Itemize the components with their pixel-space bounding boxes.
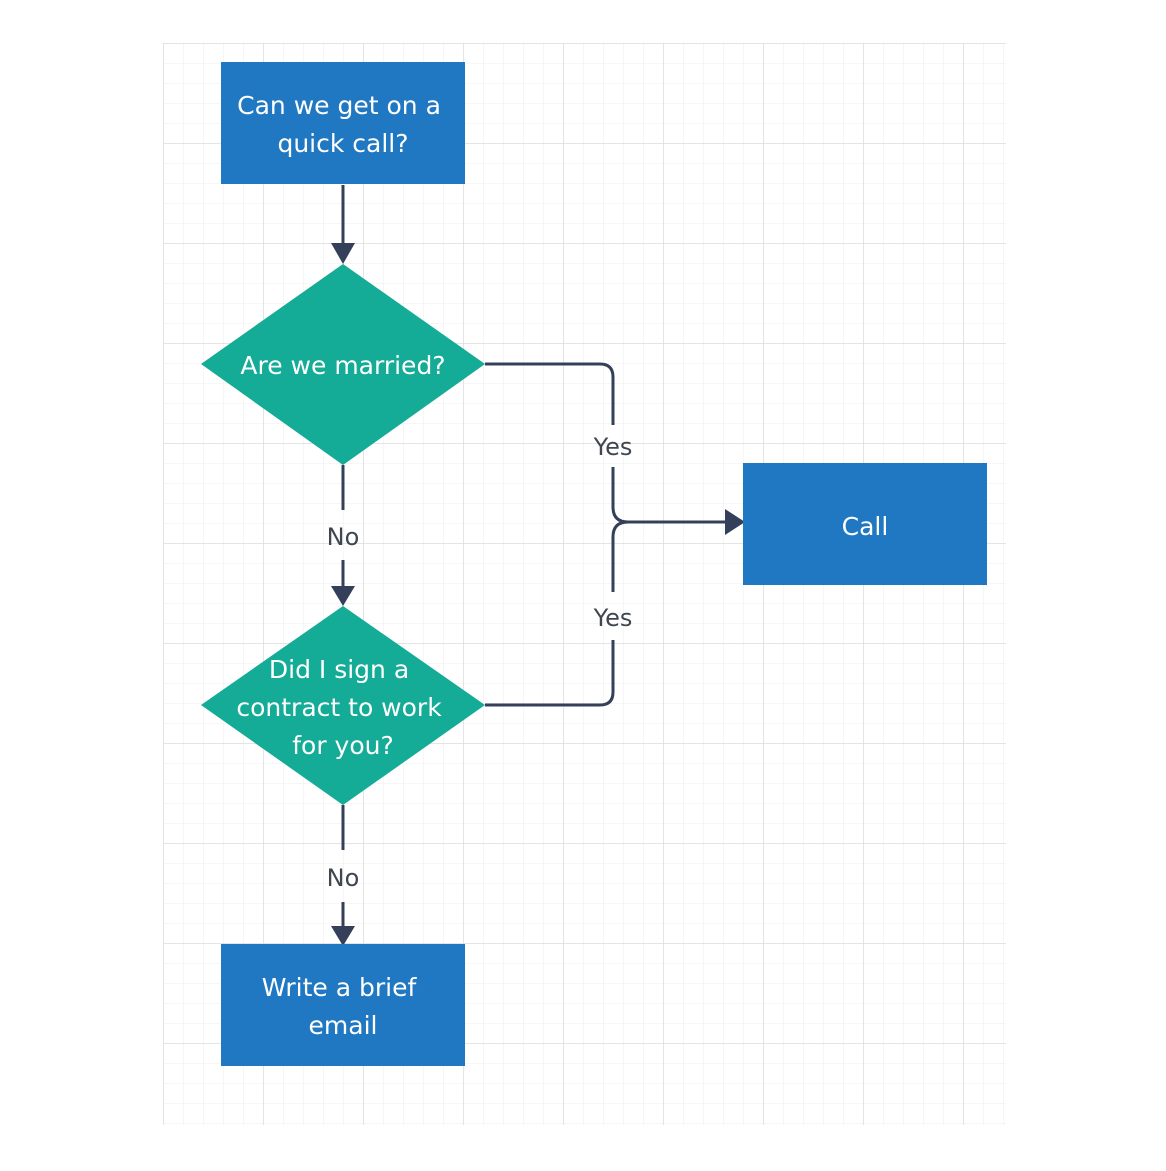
node-call-label: Call bbox=[842, 512, 889, 541]
node-email[interactable]: Write a brief email bbox=[221, 944, 465, 1066]
node-married-shape bbox=[201, 264, 485, 465]
arrowhead-email bbox=[331, 926, 355, 946]
node-contract-line-1: Did I sign a bbox=[269, 655, 409, 684]
node-married-line-1: Are we married? bbox=[240, 351, 445, 380]
node-contract-line-3: for you? bbox=[292, 731, 394, 760]
node-email-line-1: Write a brief bbox=[262, 973, 418, 1002]
label-contract-no: No bbox=[327, 864, 360, 892]
node-married[interactable]: Are we married? bbox=[201, 264, 485, 465]
node-email-shape bbox=[221, 944, 465, 1066]
label-married-yes: Yes bbox=[593, 433, 633, 461]
node-start-line-2: quick call? bbox=[277, 129, 408, 158]
label-married-no: No bbox=[327, 523, 360, 551]
arrowhead-married bbox=[331, 243, 355, 264]
node-call-line-1: Call bbox=[842, 512, 889, 541]
connector-contract-yes-lower[interactable] bbox=[485, 640, 615, 707]
arrowhead-contract bbox=[331, 586, 355, 606]
node-start[interactable]: Can we get on a quick call? bbox=[221, 62, 465, 184]
node-contract-label: Did I sign a contract to work for you? bbox=[236, 655, 449, 760]
node-call[interactable]: Call bbox=[743, 463, 987, 585]
node-married-label: Are we married? bbox=[240, 351, 445, 380]
node-email-line-2: email bbox=[309, 1011, 378, 1040]
node-email-label: Write a brief email bbox=[262, 973, 424, 1040]
label-contract-yes: Yes bbox=[593, 604, 633, 632]
node-contract-shape bbox=[201, 606, 485, 805]
connector-married-yes-upper[interactable] bbox=[485, 362, 615, 425]
arrowhead-call bbox=[725, 509, 745, 535]
node-start-shape bbox=[221, 62, 465, 184]
connector-contract-yes-upper[interactable] bbox=[611, 520, 629, 592]
edge-labels: No Yes Yes No bbox=[327, 433, 633, 892]
node-start-label: Can we get on a quick call? bbox=[237, 91, 449, 158]
node-contract[interactable]: Did I sign a contract to work for you? bbox=[201, 606, 485, 805]
node-contract-line-2: contract to work bbox=[236, 693, 442, 722]
node-call-shape bbox=[743, 463, 987, 585]
node-start-line-1: Can we get on a bbox=[237, 91, 441, 120]
connectors bbox=[331, 185, 745, 946]
